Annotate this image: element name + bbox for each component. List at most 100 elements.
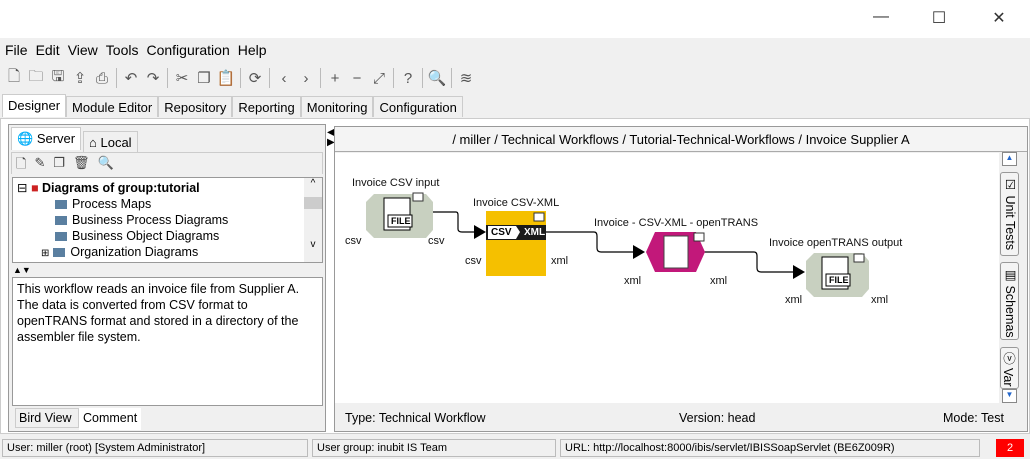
tab-repository[interactable]: Repository bbox=[158, 96, 233, 117]
comment-icon[interactable] bbox=[693, 232, 705, 242]
tab-comment[interactable]: Comment bbox=[79, 408, 141, 430]
tree-item[interactable]: Process Maps bbox=[17, 196, 300, 212]
tab-bird-view[interactable]: Bird View bbox=[15, 408, 79, 428]
tab-local[interactable]: ⌂ Local bbox=[83, 131, 138, 152]
copy-icon[interactable]: ❐ bbox=[197, 70, 211, 87]
back-icon[interactable]: ‹ bbox=[281, 69, 287, 87]
fit-icon[interactable]: ⤢ bbox=[372, 69, 385, 87]
group-icon: ■ bbox=[30, 181, 39, 195]
comment-icon[interactable] bbox=[853, 253, 865, 263]
tab-module-editor[interactable]: Module Editor bbox=[66, 96, 159, 117]
tree-item[interactable]: ⊞Organization Diagrams bbox=[17, 244, 300, 260]
paste-icon[interactable]: 📋 bbox=[216, 70, 236, 87]
connection[interactable] bbox=[546, 231, 636, 253]
connection[interactable] bbox=[432, 211, 478, 233]
open-icon[interactable]: 🗀 bbox=[28, 67, 44, 85]
main-tabs: Designer Module Editor Repository Report… bbox=[2, 94, 463, 118]
new-icon[interactable]: 🗋 bbox=[16, 156, 27, 171]
tab-label: Var bbox=[1001, 367, 1015, 387]
port-out: xml bbox=[710, 275, 728, 287]
wifi-icon[interactable]: ≋ bbox=[459, 70, 473, 87]
undo-icon[interactable]: ↶ bbox=[124, 70, 138, 87]
file-badge-label: FILE bbox=[391, 216, 411, 226]
cut-icon[interactable]: ✂ bbox=[175, 70, 189, 87]
help-icon[interactable]: ? bbox=[403, 69, 413, 87]
tab-unit-tests[interactable]: ☑ Unit Tests bbox=[1000, 172, 1019, 256]
tree-toolbar: 🗋 ✎ ❐ 🗑 🔍 bbox=[11, 152, 323, 174]
tab-label: Schemas bbox=[1003, 285, 1017, 338]
menu-edit[interactable]: Edit bbox=[35, 42, 60, 58]
tree-item-label: Process Maps bbox=[72, 197, 152, 211]
search-icon[interactable]: 🔍 bbox=[97, 155, 114, 170]
xml-badge-label: XML bbox=[524, 227, 546, 238]
tab-reporting[interactable]: Reporting bbox=[232, 96, 301, 117]
port-out: xml bbox=[551, 255, 569, 267]
tab-label: Local bbox=[100, 135, 132, 150]
minimize-button[interactable]: — bbox=[873, 8, 889, 25]
upload-icon[interactable]: ⇪ bbox=[73, 70, 87, 87]
diagram-canvas[interactable] bbox=[335, 153, 999, 403]
left-panel: 🌐 Server ⌂ Local 🗋 ✎ ❐ 🗑 🔍 ⊟ ■ Diagrams of g… bbox=[8, 124, 326, 432]
menu-bar: File Edit View Tools Configuration Help bbox=[0, 40, 270, 62]
globe-icon: 🌐 bbox=[17, 131, 34, 146]
expand-icon[interactable]: ⊞ bbox=[41, 248, 50, 259]
tab-configuration[interactable]: Configuration bbox=[373, 96, 463, 117]
forward-icon[interactable]: › bbox=[303, 69, 309, 87]
comment-icon[interactable] bbox=[412, 192, 424, 202]
tab-variables[interactable]: ⓥ Var bbox=[1000, 347, 1019, 389]
breadcrumb: / miller / Technical Workflows / Tutoria… bbox=[335, 127, 1027, 152]
menu-tools[interactable]: Tools bbox=[105, 42, 139, 58]
collapse-panel-icon[interactable]: ◀▶ bbox=[327, 127, 335, 148]
node-title: Invoice CSV-XML bbox=[473, 197, 560, 209]
scroll-up-button[interactable]: ▲ bbox=[1002, 152, 1017, 166]
menu-file[interactable]: File bbox=[5, 42, 28, 58]
comment-icon[interactable] bbox=[533, 212, 545, 222]
search-icon[interactable]: 🔍 bbox=[427, 70, 447, 87]
port-in: csv bbox=[345, 235, 362, 247]
delete-icon[interactable]: 🗑 bbox=[73, 155, 90, 170]
home-icon: ⌂ bbox=[89, 135, 97, 150]
file-badge bbox=[825, 273, 851, 287]
connection[interactable] bbox=[704, 251, 795, 273]
scroll-down-button[interactable]: ▼ bbox=[1002, 389, 1017, 403]
maximize-button[interactable]: ☐ bbox=[931, 10, 947, 27]
check-icon: ☑ bbox=[1003, 177, 1017, 192]
menu-view[interactable]: View bbox=[67, 42, 98, 58]
comment-text[interactable]: This workflow reads an invoice file from… bbox=[12, 277, 323, 406]
save-icon[interactable]: 🖫 bbox=[51, 67, 65, 85]
folder-icon bbox=[55, 200, 67, 209]
new-icon[interactable]: 🗋 bbox=[7, 67, 21, 85]
close-button[interactable]: ✕ bbox=[992, 10, 1006, 27]
gear-icon bbox=[663, 235, 689, 269]
refresh-icon[interactable]: ⟳ bbox=[248, 70, 262, 87]
edit-icon[interactable]: ✎ bbox=[34, 155, 46, 170]
copy-icon[interactable]: ❐ bbox=[53, 155, 66, 170]
tab-schemas[interactable]: ▤ Schemas bbox=[1000, 262, 1019, 340]
tab-designer[interactable]: Designer bbox=[2, 94, 67, 117]
redo-icon[interactable]: ↷ bbox=[146, 70, 160, 87]
tree-root[interactable]: ⊟ ■ Diagrams of group:tutorial bbox=[17, 180, 300, 196]
csv-xml-node[interactable] bbox=[486, 211, 546, 276]
zoom-in-icon[interactable]: + bbox=[330, 69, 340, 87]
notification-count-badge[interactable]: 2 bbox=[996, 439, 1024, 457]
zoom-out-icon[interactable]: − bbox=[352, 69, 362, 87]
diagram-panel: / miller / Technical Workflows / Tutoria… bbox=[334, 126, 1028, 432]
scroll-thumb[interactable] bbox=[304, 197, 322, 209]
tab-monitoring[interactable]: Monitoring bbox=[300, 96, 374, 117]
collapse-icon[interactable]: ⊟ bbox=[17, 181, 28, 195]
tab-server[interactable]: 🌐 Server bbox=[11, 127, 82, 150]
node-title: Invoice - CSV-XML - openTRANS bbox=[594, 217, 759, 229]
status-user: User: miller (root) [System Administrato… bbox=[2, 439, 308, 457]
splitter-arrows-icon[interactable]: ▲▼ bbox=[13, 265, 31, 275]
print-icon[interactable]: ⎙ bbox=[95, 69, 108, 87]
port-in: xml bbox=[624, 275, 642, 287]
tree-item-label: Business Object Diagrams bbox=[72, 229, 220, 243]
tree-item[interactable]: Business Object Diagrams bbox=[17, 228, 300, 244]
folder-icon bbox=[53, 248, 66, 257]
tree-item[interactable]: Business Process Diagrams bbox=[17, 212, 300, 228]
menu-help[interactable]: Help bbox=[237, 42, 267, 58]
menu-configuration[interactable]: Configuration bbox=[146, 42, 230, 58]
tree-scrollbar[interactable]: ^v bbox=[304, 178, 322, 262]
tree-item-label: Business Process Diagrams bbox=[72, 213, 229, 227]
